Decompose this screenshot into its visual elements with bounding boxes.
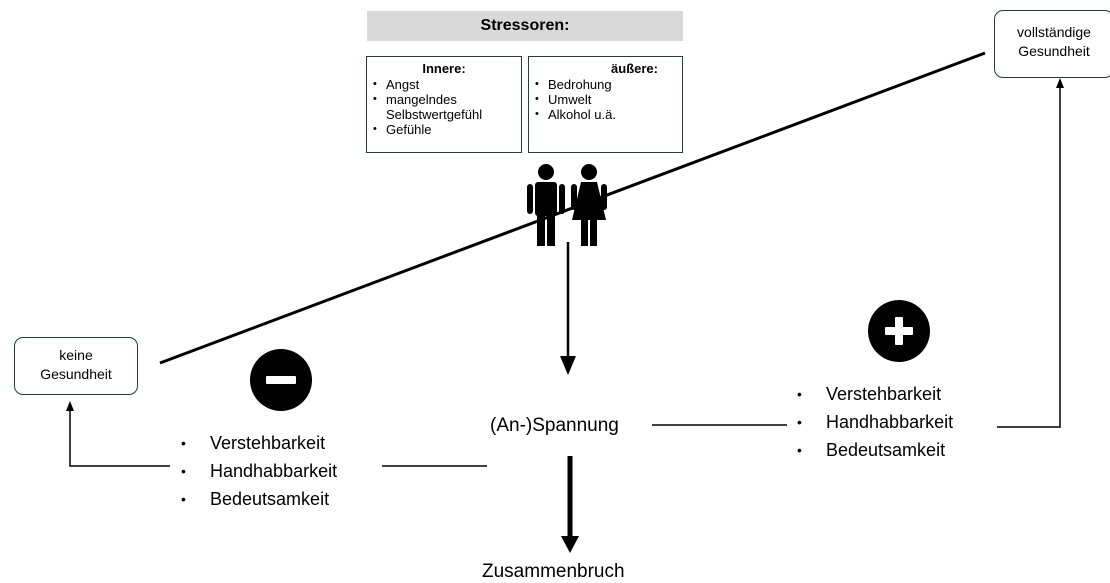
plus-icon [868, 300, 930, 362]
woman-icon [571, 164, 607, 246]
outer-stressors-title: äußere: [611, 61, 658, 76]
right-return-arrow-head [1056, 78, 1064, 88]
full-health-line-2: Gesundheit [1018, 43, 1090, 59]
outer-stressors-box: äußere: Bedrohung Umwelt Alkohol u.ä. [528, 56, 683, 153]
collapse-label: Zusammenbruch [482, 561, 625, 582]
minus-icon [250, 349, 312, 411]
inner-stressors-list: Angst mangelndes Selbstwertgefühl Gefühl… [373, 77, 515, 137]
right-return-arrow [997, 87, 1061, 428]
list-item: mangelndes Selbstwertgefühl [373, 92, 515, 122]
arrow-tension-to-collapse-head [561, 536, 579, 553]
full-health-box: vollständige Gesundheit [994, 10, 1110, 78]
left-return-arrow [69, 410, 170, 467]
list-item: Angst [373, 77, 515, 92]
list-item: Verstehbarkeit [797, 380, 953, 408]
left-return-arrow-head [66, 401, 74, 411]
list-item: Handhabbarkeit [181, 457, 337, 485]
outer-stressors-list: Bedrohung Umwelt Alkohol u.ä. [535, 77, 676, 122]
no-health-box: keine Gesundheit [14, 337, 138, 395]
inner-stressors-title: Innere: [422, 61, 466, 76]
list-item: Bedeutsamkeit [797, 436, 953, 464]
list-item: Handhabbarkeit [797, 408, 953, 436]
negative-factors-list: Verstehbarkeit Handhabbarkeit Bedeutsamk… [181, 429, 337, 513]
man-icon [527, 164, 565, 246]
list-item: Bedeutsamkeit [181, 485, 337, 513]
full-health-line-1: vollständige [1017, 24, 1091, 40]
positive-factors-list: Verstehbarkeit Handhabbarkeit Bedeutsamk… [797, 380, 953, 464]
inner-stressors-box: Innere: Angst mangelndes Selbstwertgefüh… [366, 56, 522, 153]
tension-label: (An-)Spannung [490, 415, 619, 436]
no-health-line-1: keine [59, 347, 93, 363]
list-item: Umwelt [535, 92, 676, 107]
list-item: Gefühle [373, 122, 515, 137]
no-health-line-2: Gesundheit [40, 366, 112, 382]
arrow-stress-to-tension-head [560, 356, 576, 375]
list-item: Bedrohung [535, 77, 676, 92]
list-item: Verstehbarkeit [181, 429, 337, 457]
list-item: Alkohol u.ä. [535, 107, 676, 122]
stressors-header: Stressoren: [367, 11, 683, 41]
